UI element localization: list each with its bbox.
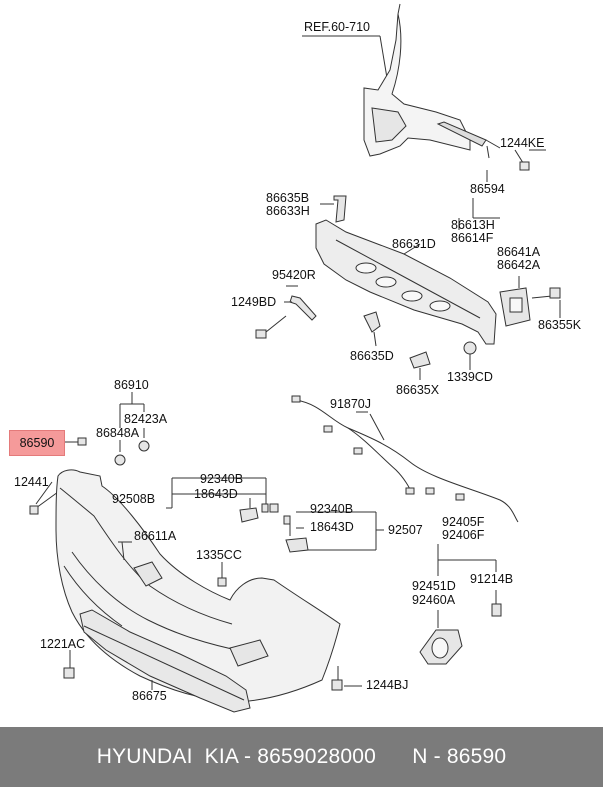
label-91870J[interactable]: 91870J [330,397,372,411]
wiring-harness [291,395,519,523]
label-86633H[interactable]: 86633H [266,204,310,218]
bracket-86641a [499,276,561,327]
body-panel [363,3,471,157]
footer-brand-part-number: HYUNDAI KIA - 8659028000 [96,745,377,768]
label-12441[interactable]: 12441 [14,475,49,489]
label-92405F[interactable]: 92405F [442,515,485,529]
leaders-92507 [283,511,384,553]
label-86641A[interactable]: 86641A [497,245,541,259]
label-86611A[interactable]: 86611A [134,529,177,543]
bolt-1249bd [255,301,292,339]
clip-1335cc [217,562,227,587]
label-92508B[interactable]: 92508B [112,492,156,506]
label-86594[interactable]: 86594 [470,182,505,196]
stop-1339cd [463,341,477,370]
parts-diagram: REF.60-710 86590 1244KE 86594 86613H 866… [9,3,582,713]
label-18643D-a[interactable]: 18643D [194,487,238,501]
leaders-86910 [64,392,150,466]
label-86613H[interactable]: 86613H [451,218,495,232]
footer-part-reference: N - 86590 [412,745,507,768]
lower-skid [79,609,251,713]
bolt-1244bj [331,666,362,691]
label-86642A[interactable]: 86642A [497,258,541,272]
leaders-92405f [419,544,502,665]
label-86635X[interactable]: 86635X [396,383,440,397]
bracket-bar [436,121,501,159]
label-86635B[interactable]: 86635B [266,191,310,205]
highlighted-part-86590[interactable]: 86590 [9,430,65,456]
leaders-92508b [166,477,279,523]
label-86355K[interactable]: 86355K [538,318,582,332]
label-1244KE[interactable]: 1244KE [500,136,545,150]
label-86635D[interactable]: 86635D [350,349,394,363]
label-1244BJ[interactable]: 1244BJ [366,678,409,692]
label-18643D-b[interactable]: 18643D [310,520,354,534]
label-1335CC[interactable]: 1335CC [196,548,242,562]
label-86848A[interactable]: 86848A [96,426,140,440]
label-95420R[interactable]: 95420R [272,268,316,282]
leaders-top [458,170,500,230]
label-92340B-b[interactable]: 92340B [310,502,354,516]
label-1221AC[interactable]: 1221AC [40,637,86,651]
bolt-1221ac [63,650,75,679]
reference-label: REF.60-710 [304,20,371,34]
label-92507[interactable]: 92507 [388,523,423,537]
footer-spacer [376,745,412,769]
label-92460A[interactable]: 92460A [412,593,456,607]
label-82423A[interactable]: 82423A [124,412,168,426]
ref-leader [302,35,389,85]
footer-bar: HYUNDAI KIA - 8659028000 N - 86590 [0,727,603,787]
label-86614F[interactable]: 86614F [451,231,494,245]
clip-86635d [363,311,381,347]
label-86631D[interactable]: 86631D [392,237,436,251]
label-86910[interactable]: 86910 [114,378,149,392]
bolt-1244ke [514,149,546,171]
clip-86635x [409,351,431,380]
label-86675[interactable]: 86675 [132,689,167,703]
label-91214B[interactable]: 91214B [470,572,514,586]
label-92340B-a[interactable]: 92340B [200,472,244,486]
label-92406F[interactable]: 92406F [442,528,485,542]
label-92451D[interactable]: 92451D [412,579,456,593]
sensor-holder [286,285,317,321]
label-1339CD[interactable]: 1339CD [447,370,493,384]
energy-absorber [315,219,497,345]
bolt-12441 [29,481,59,515]
label-1249BD[interactable]: 1249BD [231,295,277,309]
bracket-86635b [320,195,347,223]
diagram-drawing [29,3,561,713]
